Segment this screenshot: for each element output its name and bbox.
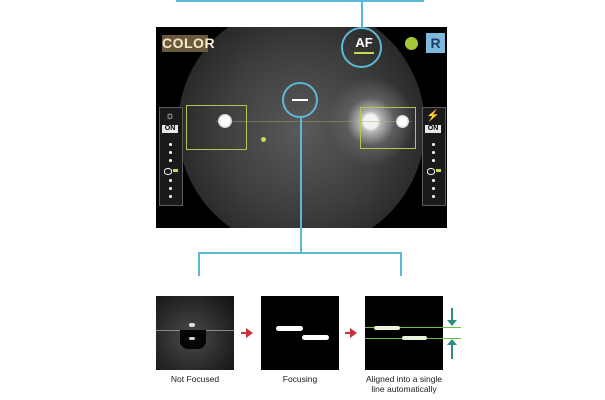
aligned-label-line1: Aligned into a single (365, 374, 443, 384)
level-dot (432, 187, 435, 190)
thumbnail-bracket-line (198, 252, 402, 254)
level-dot (169, 195, 172, 198)
level-dot (169, 143, 172, 146)
level-dot (432, 143, 435, 146)
bracket-left-drop (198, 252, 200, 276)
aligned-line-extension (443, 338, 461, 339)
af-badge[interactable]: AF (354, 34, 374, 54)
level-dot (432, 179, 435, 182)
bracket-right-drop (400, 252, 402, 276)
thumbnail-focusing (261, 296, 339, 370)
left-brightness-panel[interactable]: ☼ ON (159, 107, 183, 206)
split-bar-lower (302, 335, 329, 340)
aligned-line-top (365, 327, 443, 328)
level-dot (169, 159, 172, 162)
right-on-label: ON (425, 125, 441, 133)
measure-arrow-up-icon (447, 339, 457, 345)
level-dot (432, 151, 435, 154)
top-callout-line (176, 0, 424, 2)
process-arrow-shaft (241, 332, 246, 334)
aligned-line-extension (443, 327, 461, 328)
left-focus-box (186, 105, 247, 150)
thumbnail-aligned (365, 296, 443, 370)
color-mode-badge[interactable]: COLOR (162, 35, 216, 52)
thumbnail-label-focusing: Focusing (282, 374, 318, 384)
level-marker (436, 169, 441, 172)
level-marker (173, 169, 178, 172)
level-dot (432, 195, 435, 198)
eye-icon (164, 168, 172, 175)
level-dot (169, 179, 172, 182)
level-dot (432, 159, 435, 162)
left-focus-spot (218, 114, 232, 128)
focus-split-circle (282, 82, 318, 118)
eye-icon (427, 168, 435, 175)
split-bar-upper (276, 326, 303, 331)
process-arrow-shaft (345, 332, 350, 334)
status-indicator-dot (405, 37, 418, 50)
aligned-bar-lower (402, 336, 427, 340)
split-line-mark (292, 99, 308, 101)
left-on-label: ON (162, 125, 178, 133)
fixation-dot (261, 137, 266, 142)
right-focus-box (360, 107, 416, 149)
measure-arrow-top-shaft (451, 308, 453, 322)
process-arrow-icon (246, 328, 253, 338)
flash-icon: ⚡ (426, 110, 440, 122)
center-callout-connector (300, 118, 302, 254)
af-callout-connector (361, 0, 363, 29)
aligned-label-line2: line automatically (371, 384, 437, 394)
measure-arrow-down-icon (447, 320, 457, 326)
process-arrow-icon (350, 328, 357, 338)
thumbnail-not-focused (156, 296, 234, 370)
brightness-icon: ☼ (164, 110, 176, 122)
level-dot (169, 151, 172, 154)
af-highlight-circle (341, 27, 382, 68)
thumbnail-label-aligned: Aligned into a single line automatically (356, 374, 452, 394)
right-focus-spot (396, 115, 409, 128)
right-flash-panel[interactable]: ⚡ ON (422, 107, 446, 206)
measure-arrow-bottom-shaft (451, 345, 453, 359)
bright-spot (189, 337, 195, 340)
thumbnail-label-not-focused: Not Focused (170, 374, 220, 384)
aligned-bar-upper (374, 326, 400, 330)
bright-spot (189, 323, 195, 327)
alignment-line (216, 121, 412, 122)
level-dot (169, 187, 172, 190)
eye-side-badge[interactable]: R (426, 33, 445, 53)
